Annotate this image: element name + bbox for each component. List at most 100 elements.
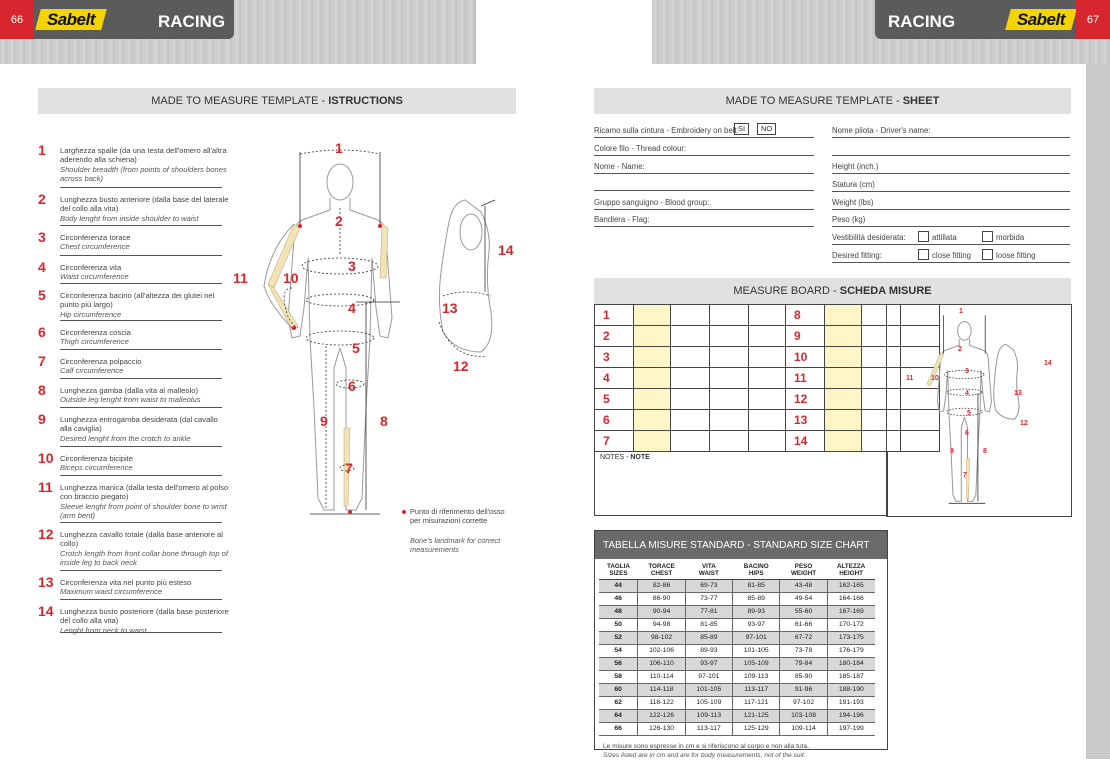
- measure-cell[interactable]: [634, 410, 671, 431]
- driver-field[interactable]: [832, 137, 1070, 138]
- measure-cell[interactable]: [749, 347, 786, 368]
- instruction-number: 4: [38, 259, 46, 275]
- instruction-field-line[interactable]: [60, 320, 222, 321]
- measure-cell[interactable]: [634, 368, 671, 389]
- mini-label-4: 4: [965, 390, 969, 397]
- measure-cell[interactable]: [710, 368, 749, 389]
- measure-cell[interactable]: [671, 431, 710, 452]
- mini-label-2: 2: [958, 346, 962, 353]
- measure-cell[interactable]: [671, 389, 710, 410]
- instruction-text: Lunghezza entrogamba desiderata (dal cav…: [60, 415, 230, 443]
- attillata-checkbox[interactable]: [918, 231, 929, 242]
- embroidery-si-option[interactable]: SI: [734, 123, 749, 135]
- size-chart-cell: 101-105: [733, 645, 780, 658]
- driver-field-2[interactable]: [832, 155, 1070, 156]
- instruction-field-line[interactable]: [60, 349, 222, 350]
- height-inch-field[interactable]: [832, 173, 1070, 174]
- measure-cell[interactable]: [749, 326, 786, 347]
- measure-cell[interactable]: [634, 347, 671, 368]
- measure-cell[interactable]: [710, 389, 749, 410]
- instruction-field-line[interactable]: [60, 632, 222, 633]
- measure-cell[interactable]: [825, 368, 862, 389]
- size-chart-cell: 162-165: [827, 580, 875, 593]
- measure-cell[interactable]: [749, 305, 786, 326]
- embroidery-no-option[interactable]: NO: [757, 123, 776, 135]
- loose-fitting-checkbox[interactable]: [982, 249, 993, 260]
- close-fitting-checkbox[interactable]: [918, 249, 929, 260]
- measure-cell[interactable]: [634, 431, 671, 452]
- statura-field[interactable]: [832, 191, 1070, 192]
- measure-cell[interactable]: [671, 410, 710, 431]
- measure-cell[interactable]: [710, 305, 749, 326]
- measure-cell[interactable]: [749, 431, 786, 452]
- measure-cell[interactable]: [825, 326, 862, 347]
- blood-label: Gruppo sanguigno - Blood group:: [594, 198, 709, 207]
- measure-cell[interactable]: [749, 410, 786, 431]
- name-field-2[interactable]: [594, 190, 814, 191]
- blood-field[interactable]: [594, 209, 814, 210]
- instruction-field-line[interactable]: [60, 599, 222, 600]
- instruction-number: 3: [38, 229, 46, 245]
- size-chart-cell: 85-90: [780, 671, 827, 684]
- measure-label: 8: [786, 305, 825, 326]
- peso-field[interactable]: [832, 226, 1070, 227]
- size-chart-cell: 86-90: [638, 593, 685, 606]
- measure-cell[interactable]: [710, 410, 749, 431]
- measure-label: 5: [595, 389, 634, 410]
- instruction-field-line[interactable]: [60, 407, 222, 408]
- size-chart-cell: 103-108: [780, 710, 827, 723]
- instruction-field-line[interactable]: [60, 225, 222, 226]
- measure-cell[interactable]: [710, 347, 749, 368]
- size-chart-cell: 105-109: [733, 658, 780, 671]
- size-chart-cell: 90-94: [638, 606, 685, 619]
- notes-box[interactable]: NOTES - NOTE: [594, 451, 888, 516]
- instruction-number: 12: [38, 526, 54, 542]
- instruction-italian: Circonferenza bacino (all'altezza dei gl…: [60, 291, 230, 310]
- instruction-field-line[interactable]: [60, 187, 222, 188]
- measure-cell[interactable]: [634, 305, 671, 326]
- size-chart-cell: 89-93: [733, 606, 780, 619]
- instruction-field-line[interactable]: [60, 475, 222, 476]
- measure-cell[interactable]: [825, 389, 862, 410]
- instruction-english: Biceps circumference: [60, 463, 230, 472]
- measure-cell[interactable]: [671, 305, 710, 326]
- figure-label-7: 7: [345, 460, 353, 476]
- size-chart-cell: 79-84: [780, 658, 827, 671]
- mini-label-9: 9: [950, 448, 954, 455]
- measure-cell[interactable]: [634, 389, 671, 410]
- measure-cell[interactable]: [671, 368, 710, 389]
- name-field[interactable]: [594, 173, 814, 174]
- size-chart-cell: 69-73: [685, 580, 732, 593]
- measure-cell[interactable]: [825, 305, 862, 326]
- measure-cell[interactable]: [671, 326, 710, 347]
- measure-cell[interactable]: [749, 368, 786, 389]
- measure-cell[interactable]: [825, 347, 862, 368]
- measure-cell[interactable]: [749, 389, 786, 410]
- morbida-checkbox[interactable]: [982, 231, 993, 242]
- height-inch-label: Height (inch.): [832, 162, 878, 171]
- measure-cell[interactable]: [825, 431, 862, 452]
- size-chart-cell: 101-105: [685, 684, 732, 697]
- size-chart-cell: 48: [599, 606, 638, 619]
- instruction-field-line[interactable]: [60, 570, 222, 571]
- instruction-field-line[interactable]: [60, 283, 222, 284]
- measure-cell[interactable]: [825, 410, 862, 431]
- measure-cell[interactable]: [710, 326, 749, 347]
- measure-cell[interactable]: [710, 431, 749, 452]
- instruction-field-line[interactable]: [60, 522, 222, 523]
- size-chart-cell: 114-118: [638, 684, 685, 697]
- size-chart-cell: 43-48: [780, 580, 827, 593]
- measure-cell[interactable]: [634, 326, 671, 347]
- scrollbar-track[interactable]: [1086, 64, 1110, 759]
- instruction-field-line[interactable]: [60, 255, 222, 256]
- measure-cell[interactable]: [671, 347, 710, 368]
- flag-field[interactable]: [594, 226, 814, 227]
- instruction-field-line[interactable]: [60, 446, 222, 447]
- size-chart-cell: 109-113: [733, 671, 780, 684]
- weight-lbs-field[interactable]: [832, 209, 1070, 210]
- sabelt-logo-left: Sabelt: [35, 9, 107, 30]
- instruction-field-line[interactable]: [60, 378, 222, 379]
- thread-field[interactable]: [594, 155, 814, 156]
